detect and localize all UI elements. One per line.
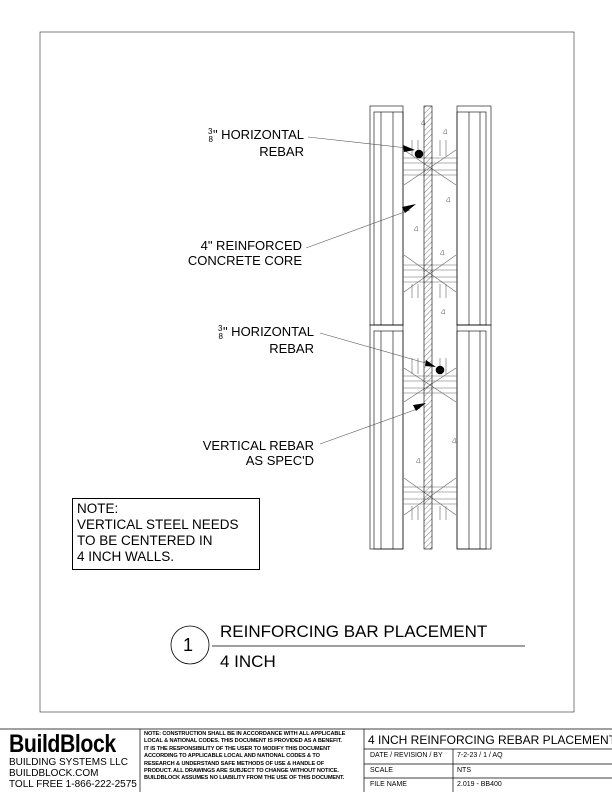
- row-label-scale: SCALE: [370, 767, 393, 774]
- fraction-numerator: 3: [208, 127, 213, 136]
- left-foam-panel: [369, 105, 404, 550]
- label-line: REBAR: [269, 341, 314, 356]
- label-horizontal-rebar-top: 38" HORIZONTAL REBAR: [170, 127, 304, 159]
- right-foam-panel: [456, 105, 492, 550]
- disclaimer-line: ACCORDING TO APPLICABLE LOCAL AND NATION…: [144, 753, 320, 760]
- detail-number: 1: [183, 635, 194, 655]
- disclaimer-line: IT IS THE RESPONSIBILITY OF THE USER TO …: [144, 745, 331, 752]
- detail-title: REINFORCING BAR PLACEMENT: [220, 622, 488, 641]
- disclaimer-line: NOTE: CONSTRUCTION SHALL BE IN ACCORDANC…: [144, 731, 346, 737]
- note-line: TO BE CENTERED IN: [77, 533, 213, 548]
- fraction-denominator: 8: [218, 332, 223, 341]
- label-horizontal-rebar-mid: 38" HORIZONTAL REBAR: [170, 324, 314, 356]
- horizontal-rebar-mid: [435, 365, 445, 375]
- vertical-rebar: [423, 105, 433, 550]
- detail-number-circle: [170, 625, 210, 665]
- leader-arrows: [402, 145, 436, 411]
- company-name: BUILDING SYSTEMS LLC: [9, 757, 128, 768]
- disclaimer-line: PRODUCT. ALL DRAWINGS ARE SUBJECT TO CHA…: [144, 768, 339, 775]
- sheet-border: [39, 31, 575, 713]
- label-line: AS SPEC'D: [245, 453, 314, 468]
- website: BUILDBLOCK.COM: [9, 768, 99, 779]
- label-line: 4" REINFORCED: [200, 238, 302, 253]
- label-line: " HORIZONTAL: [222, 324, 314, 339]
- row-value-scale: NTS: [457, 767, 471, 774]
- drawing-title: 4 INCH REINFORCING REBAR PLACEMENT: [368, 733, 612, 747]
- row-value-date: 7-2-23 / 1 / AQ: [457, 752, 503, 759]
- label-line: VERTICAL REBAR: [202, 438, 314, 453]
- row-value-file: 2.019 - BB400: [457, 781, 502, 788]
- disclaimer: NOTE: CONSTRUCTION SHALL BE IN ACCORDANC…: [144, 731, 345, 783]
- aggregate-marks: [413, 119, 457, 464]
- row-label-file: FILE NAME: [370, 781, 407, 788]
- detail-subtitle: 4 INCH: [220, 652, 276, 671]
- label-line: REBAR: [259, 144, 304, 159]
- leader-lines: [305, 136, 430, 445]
- phone: TOLL FREE 1-866-222-2575: [9, 779, 137, 790]
- note-box: NOTE: VERTICAL STEEL NEEDS TO BE CENTERE…: [72, 498, 260, 570]
- fraction-numerator: 3: [218, 324, 223, 333]
- horizontal-rebar-top: [414, 149, 424, 159]
- note-title: NOTE:: [77, 501, 119, 516]
- disclaimer-line: RESEARCH & UNDERSTAND SAFE METHODS OF US…: [144, 760, 325, 767]
- disclaimer-line: LOCAL & NATIONAL CODES. THIS DOCUMENT IS…: [144, 738, 342, 745]
- row-label-date: DATE / REVISION / BY: [370, 752, 443, 759]
- label-line: CONCRETE CORE: [187, 253, 302, 268]
- brand-logo: BuildBlock: [9, 730, 116, 758]
- note-line: 4 INCH WALLS.: [77, 549, 175, 564]
- fraction-denominator: 8: [208, 135, 213, 144]
- title-block-frame: [0, 728, 612, 792]
- disclaimer-line: BUILDBLOCK ASSUMES NO LIABILITY FROM THE…: [144, 775, 345, 782]
- note-line: VERTICAL STEEL NEEDS: [77, 517, 239, 532]
- label-line: " HORIZONTAL: [212, 127, 304, 142]
